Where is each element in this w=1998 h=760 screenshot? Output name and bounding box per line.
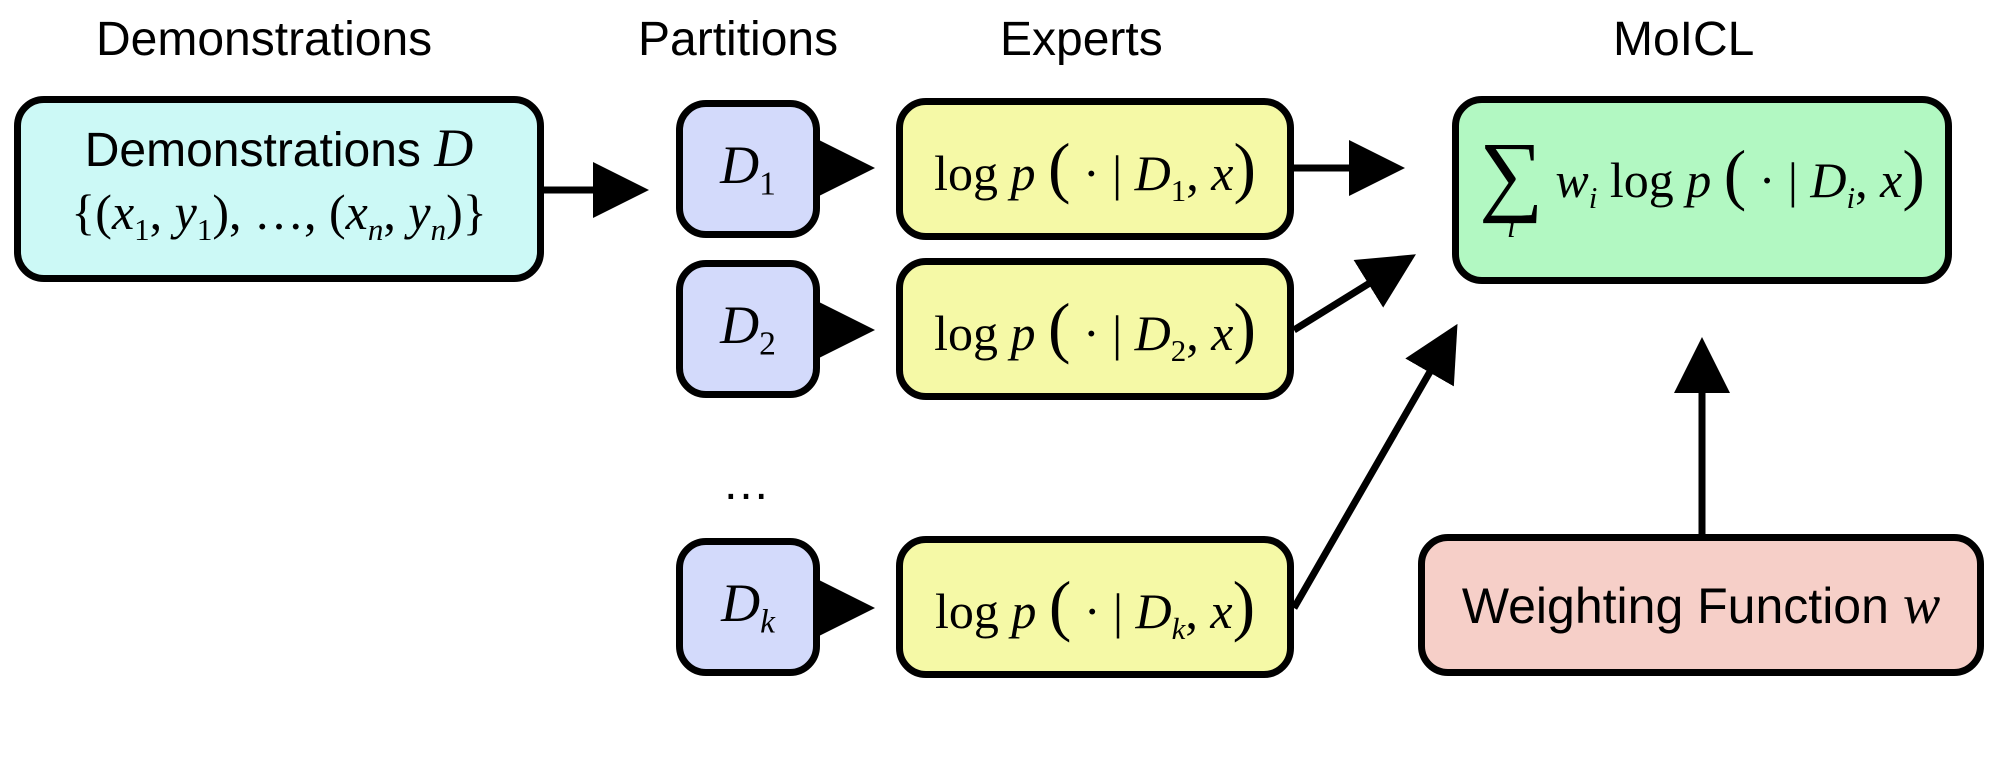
header-partitions: Partitions — [638, 13, 839, 66]
summation: ∑ i — [1479, 125, 1544, 244]
demonstrations-set: {(x1, y1), …, (xn, yn)} — [71, 183, 487, 247]
partition-box-k: Dk — [676, 538, 820, 676]
demonstrations-box: Demonstrations D {(x1, y1), …, (xn, yn)} — [14, 96, 544, 282]
expert-box-1: log p ( · | D1, x) — [896, 98, 1294, 240]
demonstrations-box-title: Demonstrations D — [84, 117, 474, 178]
header-experts: Experts — [1000, 13, 1163, 66]
header-demonstrations: Demonstrations — [96, 13, 433, 66]
arrow-expert-2-to-moicl — [1292, 254, 1416, 333]
partitions-ellipsis: … — [722, 457, 770, 510]
expert-box-2: log p ( · | D2, x) — [896, 258, 1294, 400]
moicl-box: ∑ i wi log p ( · | Di, x) — [1452, 96, 1952, 284]
weighting-function-box: Weighting Function w — [1418, 534, 1984, 676]
partition-box-1: D1 — [676, 100, 820, 238]
arrow-expert-k-to-moicl — [1290, 323, 1458, 610]
partition-box-2: D2 — [676, 260, 820, 398]
expert-box-k: log p ( · | Dk, x) — [896, 536, 1294, 678]
header-moicl: MoICL — [1613, 13, 1755, 66]
